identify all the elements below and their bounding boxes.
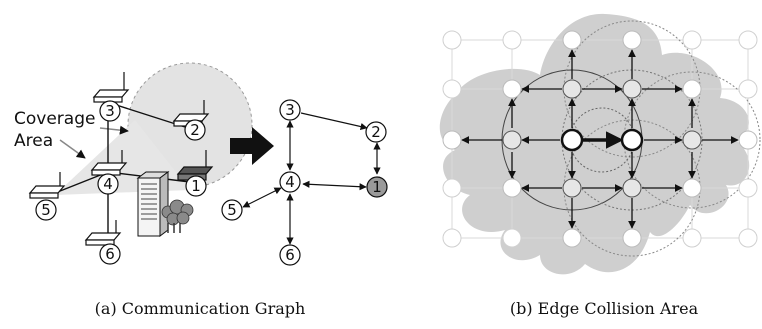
svg-text:6: 6: [105, 245, 115, 263]
svg-text:5: 5: [41, 201, 51, 219]
svg-text:2: 2: [190, 121, 200, 139]
svg-text:4: 4: [103, 175, 113, 193]
access-point-icon: [92, 72, 130, 103]
node-label-4: 4: [97, 173, 119, 195]
caption-a: (a) Communication Graph: [95, 299, 306, 318]
svg-text:3: 3: [105, 102, 115, 120]
area-pointer-arrow: [59, 139, 86, 159]
access-point-icon: [90, 150, 128, 176]
svg-text:1: 1: [191, 177, 201, 195]
svg-text:2: 2: [371, 123, 381, 141]
graph-node-6: 6: [279, 244, 301, 266]
coverage-label: Coverage: [14, 109, 95, 129]
graph-node-4: 4: [279, 171, 301, 193]
node-label-5: 5: [35, 199, 57, 221]
node-label-6: 6: [99, 243, 121, 265]
collision-region-shape: [439, 13, 750, 275]
graph-node-3: 3: [279, 99, 301, 121]
lattice-nodes: [442, 30, 758, 248]
cloud-icon: [161, 199, 194, 226]
sender-node: [560, 128, 584, 152]
node-label-1: 1: [185, 175, 207, 197]
graph-node-2: 2: [365, 121, 387, 143]
edge-collision-area-figure: (b) Edge Collision Area: [439, 13, 761, 318]
caption-b: (b) Edge Collision Area: [510, 299, 699, 318]
people-icon: [167, 223, 181, 233]
server-rack-icon: [136, 171, 170, 237]
node-label-3: 3: [99, 100, 121, 122]
access-point-icon: [84, 220, 122, 246]
communication-graph-figure: Coverage Area: [14, 62, 388, 318]
node-label-2: 2: [184, 119, 206, 141]
receiver-node: [620, 128, 644, 152]
graph-node-5: 5: [221, 199, 243, 221]
graph-node-1: 1: [366, 176, 388, 198]
svg-text:6: 6: [285, 246, 295, 264]
svg-text:1: 1: [372, 178, 382, 196]
collision-arrows: [461, 49, 739, 229]
transition-arrow: [230, 127, 274, 165]
svg-text:3: 3: [285, 101, 295, 119]
graph-edges: [242, 112, 381, 245]
coverage-pointer-arrow: [99, 125, 129, 135]
access-point-icon: [28, 172, 66, 199]
svg-text:5: 5: [227, 201, 237, 219]
svg-text:4: 4: [285, 173, 295, 191]
area-label: Area: [14, 131, 53, 151]
